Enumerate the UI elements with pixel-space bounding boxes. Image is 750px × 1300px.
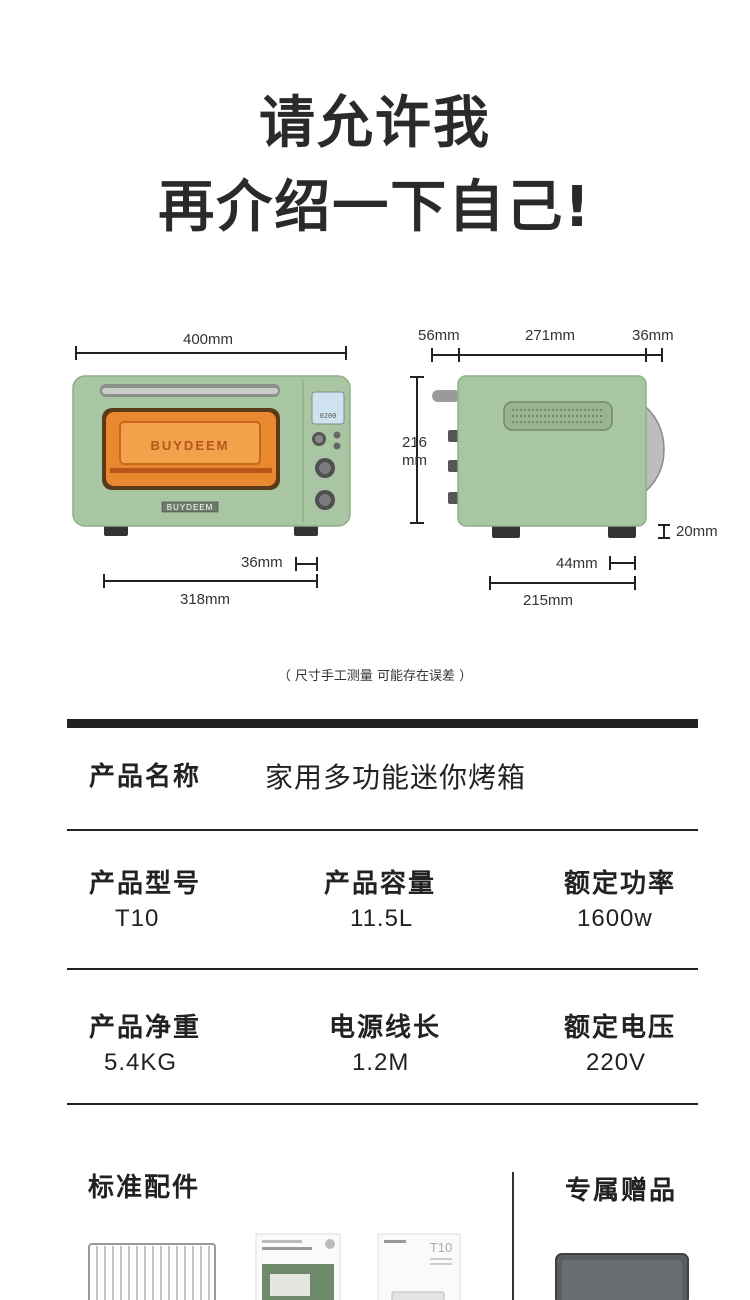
- display-digits: 0200: [320, 413, 337, 421]
- spec-label-weight: 产品净重: [89, 1013, 202, 1043]
- side-bottom-depth-dimension: [489, 576, 636, 590]
- spec-label-capacity: 产品容量: [324, 869, 437, 899]
- divider-2: [67, 968, 698, 970]
- spec-label-model: 产品型号: [89, 869, 202, 899]
- user-manual-image: T10: [377, 1233, 461, 1300]
- headline-line-2: 再介绍一下自己!: [158, 175, 592, 240]
- side-foot-offset-label: 44mm: [556, 555, 598, 572]
- spec-value-model: T10: [115, 905, 160, 932]
- spec-label-voltage: 额定电压: [564, 1013, 677, 1043]
- divider-3: [67, 1103, 698, 1105]
- side-top-dimension: [431, 348, 663, 362]
- side-left-label: 56mm: [418, 327, 460, 344]
- spec-value-power: 1600w: [577, 905, 653, 932]
- product-name-value: 家用多功能迷你烤箱: [265, 761, 527, 794]
- accessories-title: 标准配件: [88, 1173, 201, 1203]
- spec-value-capacity: 11.5L: [350, 905, 414, 932]
- divider-1: [67, 829, 698, 831]
- front-foot-offset-dimension: [295, 557, 318, 571]
- front-width-dimension: [75, 346, 347, 360]
- height-dimension: [410, 376, 424, 524]
- front-bottom-width-dimension: [103, 574, 318, 588]
- gift-title: 专属赠品: [565, 1176, 678, 1206]
- front-foot-offset-label: 36mm: [241, 554, 283, 571]
- spec-label-power: 额定功率: [564, 869, 677, 899]
- spec-value-weight: 5.4KG: [104, 1049, 178, 1076]
- accessory-images: T10: [88, 1233, 689, 1300]
- recipe-booklet-image: [255, 1233, 341, 1300]
- side-right-label: 36mm: [632, 327, 674, 344]
- window-brand-text: BUYDEEM: [150, 438, 229, 453]
- side-foot-offset-dimension: [609, 556, 636, 570]
- front-badge-text: BUYDEEM: [167, 503, 214, 512]
- measurement-note: （ 尺寸手工测量 可能存在误差 ）: [277, 669, 473, 684]
- spec-value-cord: 1.2M: [352, 1049, 410, 1076]
- height-value-label: 216: [402, 434, 428, 451]
- front-oven-illustration: BUYDEEM 0200 BUYDEEM: [72, 375, 351, 536]
- side-oven-illustration: [432, 375, 665, 538]
- foot-height-label: 20mm: [676, 523, 718, 540]
- foot-height-dimension: [658, 524, 670, 539]
- spec-value-voltage: 220V: [586, 1049, 647, 1076]
- wire-rack-image: [88, 1243, 216, 1300]
- baking-tray-image: [555, 1253, 689, 1300]
- product-name-label: 产品名称: [89, 762, 202, 792]
- front-width-label: 400mm: [183, 331, 234, 348]
- section-top-rule: [67, 719, 698, 728]
- oven-dimension-diagram: BUYDEEM 0200 BUYDEEM: [72, 346, 670, 590]
- side-body-label: 271mm: [525, 327, 576, 344]
- front-bottom-width-label: 318mm: [180, 591, 231, 608]
- accessories-divider: [512, 1172, 514, 1300]
- height-unit-label: mm: [402, 452, 427, 469]
- svg-text:T10: T10: [430, 1240, 452, 1255]
- side-bottom-depth-label: 215mm: [523, 592, 574, 609]
- spec-label-cord: 电源线长: [329, 1013, 442, 1043]
- headline-line-1: 请允许我: [259, 91, 491, 156]
